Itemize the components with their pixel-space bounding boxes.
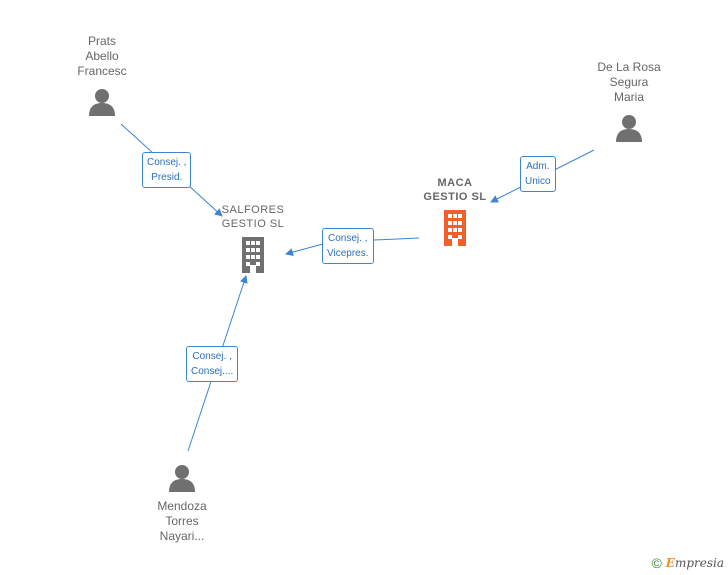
node-mendoza-torres-nayari[interactable]: Mendoza Torres Nayari...: [140, 463, 224, 544]
person-icon: [616, 115, 642, 142]
node-name-line: Mendoza: [157, 499, 207, 513]
node-name-line: De La Rosa: [597, 60, 661, 74]
role-line: Consej....: [191, 366, 234, 377]
node-name-line: Maria: [613, 90, 644, 104]
node-name-line: Torres: [165, 514, 199, 528]
role-line: Unico: [525, 176, 551, 187]
node-prats-abello-francesc[interactable]: Prats Abello Francesc: [60, 34, 144, 117]
node-name-line: Nayari...: [159, 529, 205, 543]
role-label-prats-salfores[interactable]: Consej. , Presid.: [142, 152, 192, 188]
role-line: Adm.: [526, 161, 550, 172]
role-label-delarosa-maca[interactable]: Adm. Unico: [520, 156, 556, 192]
person-icon: [89, 89, 115, 116]
node-salfores-gestio-sl[interactable]: SALFORES GESTIO SL: [208, 203, 298, 273]
role-line: Vicepres.: [327, 248, 369, 259]
role-label-mendoza-salfores[interactable]: Consej. , Consej....: [186, 346, 239, 382]
node-name-line: GESTIO SL: [423, 191, 487, 203]
role-line: Presid.: [151, 172, 183, 183]
node-name-line: Abello: [85, 49, 119, 63]
person-icon: [169, 465, 195, 492]
node-name-line: Prats: [87, 34, 116, 48]
role-line: Consej. ,: [192, 351, 232, 362]
node-maca-gestio-sl[interactable]: MACA GESTIO SL: [410, 176, 500, 246]
building-icon: [242, 237, 264, 273]
footer-brand: © Empresia: [651, 555, 724, 571]
building-icon-focus: [444, 210, 466, 246]
node-de-la-rosa-segura-maria[interactable]: De La Rosa Segura Maria: [584, 60, 674, 143]
role-label-maca-salfores[interactable]: Consej. , Vicepres.: [322, 228, 374, 264]
role-line: Consej. ,: [328, 233, 368, 244]
node-name-line: GESTIO SL: [221, 218, 285, 230]
node-name-line: MACA: [437, 177, 473, 189]
node-name-line: Francesc: [77, 64, 127, 78]
empresia-logo: Empresia: [665, 556, 724, 570]
node-name-line: Segura: [609, 75, 649, 89]
node-name-line: SALFORES: [221, 204, 285, 216]
role-line: Consej. ,: [147, 157, 187, 168]
copyright-symbol: ©: [651, 555, 662, 571]
